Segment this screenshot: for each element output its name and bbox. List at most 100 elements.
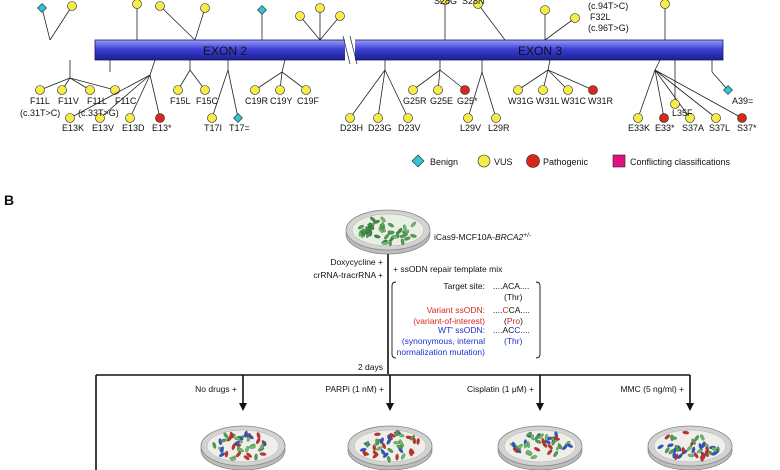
lollipop-branch	[39, 77, 71, 91]
cell	[566, 443, 573, 448]
variant-marker	[173, 85, 183, 95]
cell	[384, 233, 390, 240]
cell	[400, 238, 405, 246]
cell	[236, 451, 242, 458]
lollipop-top-0	[37, 1, 77, 41]
variant-ssodn-aa: (Pro)	[504, 316, 523, 326]
lollipop-bottom-2	[65, 59, 165, 123]
treatment-branch-0: No drugs +	[195, 375, 286, 470]
wt-ssodn-desc-2: normalization mutation)	[397, 347, 486, 357]
treatment-label: Cisplatin (1 μM) +	[467, 384, 534, 394]
lollipop-bottom-9	[513, 59, 598, 95]
variant-label-bottom-0: F11L	[30, 96, 50, 106]
cell	[387, 455, 391, 463]
variant-label-bottom-2: F11L	[87, 96, 107, 106]
wt-ssodn-sequence: ....ACC....	[493, 325, 530, 335]
variant-marker	[37, 3, 47, 13]
variant-label-bottom-15: C19Y	[270, 96, 293, 106]
repair-mix-label: + ssODN repair template mix	[393, 264, 503, 274]
duration-label: 2 days	[358, 362, 383, 372]
variant-marker	[670, 99, 680, 109]
variant-label-bottom-25: W31G	[508, 96, 534, 106]
variant-marker	[35, 85, 45, 95]
variant-label-top-4: (c.96T>G)	[588, 23, 629, 33]
cell	[220, 446, 224, 453]
lollipop-branch	[654, 69, 665, 119]
lollipop-top-2	[155, 1, 210, 41]
cell	[410, 221, 417, 228]
variant-marker	[132, 0, 142, 9]
panel-b-label: B	[4, 192, 14, 208]
lollipop-bottom-3	[173, 60, 210, 95]
cell	[393, 441, 401, 445]
treatment-label: No drugs +	[195, 384, 237, 394]
cell	[391, 235, 398, 239]
arrow-head-icon	[386, 403, 394, 411]
variant-label-bottom-6: E13K	[62, 123, 84, 133]
variant-label-bottom-5: (c.33T>G)	[78, 108, 119, 118]
treated-cell-dish	[200, 425, 286, 470]
lollipop-stem	[477, 3, 506, 41]
treatment-label: PARPi (1 nM) +	[325, 384, 384, 394]
variant-marker	[633, 113, 643, 123]
lollipop-branch	[149, 74, 161, 119]
lollipops-below-exon	[35, 59, 747, 123]
cell	[408, 449, 413, 457]
variant-label-top-2: (c.94T>C)	[588, 1, 628, 11]
cell	[367, 223, 374, 228]
variant-marker	[723, 85, 733, 95]
variant-marker	[403, 113, 413, 123]
variant-label-bottom-10: F15L	[170, 96, 191, 106]
variant-label-bottom-18: D23G	[368, 123, 392, 133]
cell	[372, 450, 379, 456]
variant-marker	[65, 113, 75, 123]
cell	[523, 441, 528, 449]
lollipop-branch	[384, 69, 409, 119]
cell	[375, 438, 380, 446]
lollipop-branch	[517, 69, 549, 91]
lollipop-top-4	[295, 3, 345, 41]
legend-benign-icon	[411, 154, 425, 168]
cell	[534, 434, 540, 441]
lollipop-stem	[281, 59, 286, 73]
variant-label-bottom-32: E33*	[655, 123, 675, 133]
variant-label-bottom-20: G25R	[403, 96, 427, 106]
variant-label-bottom-27: W31C	[561, 96, 587, 106]
variant-ssodn-desc: (variant-of-interest)	[413, 316, 485, 326]
lollipop-branch	[254, 71, 283, 91]
treatment-branch-3: MMC (5 ng/ml) +	[620, 375, 733, 470]
treatment-branch-2: Cisplatin (1 μM) +	[467, 375, 583, 470]
lollipop-branch	[281, 71, 307, 91]
lollipop-stem	[159, 5, 196, 41]
cell	[395, 429, 399, 437]
arrow-head-icon	[239, 403, 247, 411]
variant-label-bottom-11: F15C	[196, 96, 219, 106]
cell	[670, 436, 678, 440]
cell	[234, 436, 241, 441]
lollipop-stem	[41, 7, 51, 41]
variant-label-bottom-29: L35F	[672, 108, 693, 118]
lollipop-stem	[149, 59, 156, 76]
variant-label-bottom-30: A39=	[732, 96, 753, 106]
cell	[245, 445, 249, 453]
cell	[544, 433, 549, 441]
lollipop-bottom-0	[35, 60, 120, 95]
lollipop-branch	[69, 77, 116, 91]
variant-marker	[95, 113, 105, 123]
variant-marker	[125, 113, 135, 123]
cell	[256, 437, 261, 445]
cell	[374, 432, 381, 436]
cell	[677, 453, 683, 459]
variant-marker	[660, 0, 670, 9]
cell	[675, 445, 680, 452]
cell	[233, 440, 240, 446]
variant-label-bottom-7: E13V	[92, 123, 114, 133]
lollipop-branch	[637, 69, 656, 119]
variant-marker	[588, 85, 598, 95]
cell	[701, 452, 706, 460]
lollipop-branch	[412, 69, 441, 91]
cell	[387, 448, 394, 453]
lollipop-branch	[654, 69, 717, 119]
